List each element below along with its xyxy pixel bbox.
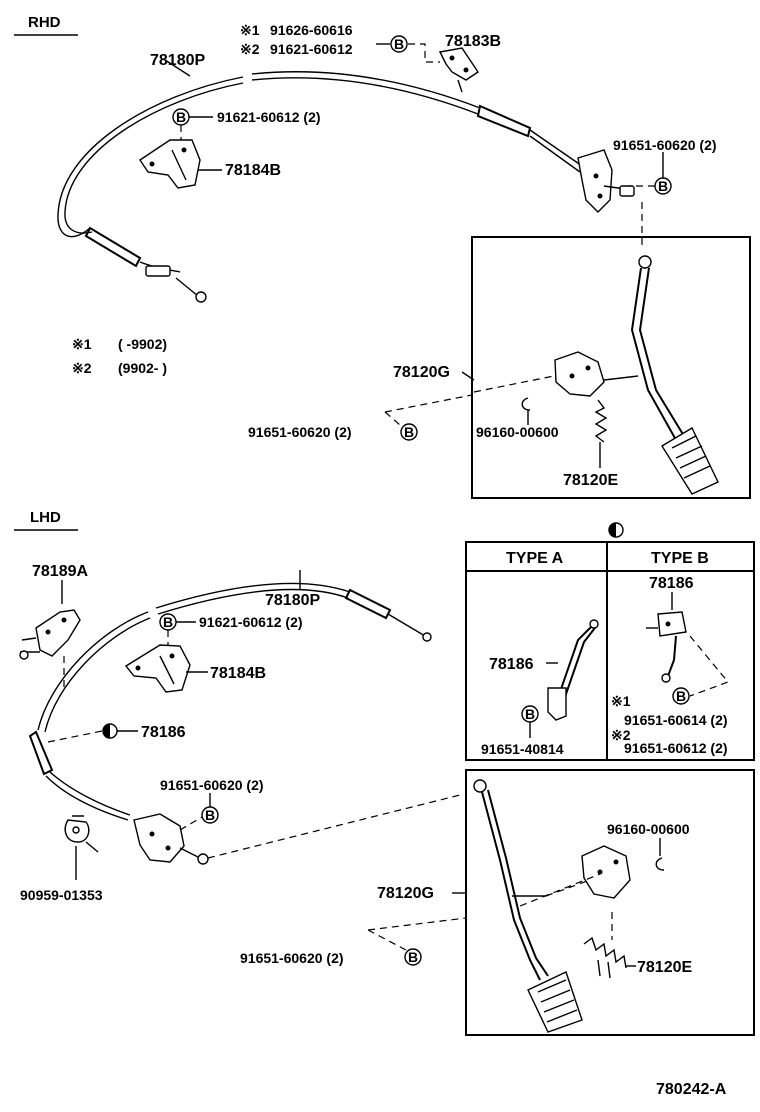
rhd-left-bolt-dash2: [384, 394, 473, 413]
type-b-ref2-mark: ※2: [611, 727, 631, 743]
lhd-spring-label: 78120E: [637, 959, 692, 976]
rhd-note2-mark: ※2: [72, 360, 92, 376]
rhd-bracket-78183b-label: 78183B: [445, 33, 501, 50]
rhd-note1-range: ( -9902): [118, 336, 167, 352]
lhd-half-circle-symbol: [102, 723, 118, 739]
rhd-b-symbol-top: B: [390, 35, 408, 53]
rhd-pedal-arm: [630, 255, 719, 495]
type-b-bolt1-label: 91651-60614 (2): [624, 712, 728, 728]
lhd-bolt-mid-label: 91651-60620 (2): [160, 777, 264, 793]
type-a-part-78186: [547, 619, 599, 721]
rhd-ref-dash: [408, 43, 440, 63]
rhd-spring: [594, 399, 608, 443]
lhd-clamp-label: 90959-01353: [20, 887, 103, 903]
svg-text:B: B: [404, 424, 414, 440]
lhd-pedal-bracket: [512, 845, 631, 907]
lhd-b-symbol-bottom: B: [404, 948, 422, 966]
rhd-pedal-label: 78120G: [393, 364, 450, 381]
rhd-cable-78180p: [57, 71, 586, 303]
lhd-bracket-78189a: [19, 609, 81, 660]
rhd-note2-range: (9902- ): [118, 360, 167, 376]
lhd-bracket-78184b-label: 78184B: [210, 665, 266, 682]
lhd-cable-78180p: [28, 582, 432, 821]
rhd-ref2-mark: ※2: [240, 41, 260, 57]
type-a-b-symbol: B: [521, 705, 539, 723]
rhd-bolt-right-label: 91651-60620 (2): [613, 137, 717, 153]
lhd-bottom-bolt-dash2: [367, 917, 467, 931]
lhd-section-label: LHD: [30, 509, 61, 526]
rhd-bracket-78184b-label: 78184B: [225, 162, 281, 179]
lhd-clamp-90959: [64, 815, 99, 853]
svg-text:B: B: [394, 36, 404, 52]
type-table-symbol: [608, 522, 624, 538]
lhd-mid-bolt-dash: [179, 816, 203, 831]
rhd-cable-label: 78180P: [150, 52, 205, 69]
rhd-bolt-top-label: 91621-60612 (2): [217, 109, 321, 125]
lhd-b-symbol-bolt: B: [159, 613, 177, 631]
rhd-note1-mark: ※1: [72, 336, 92, 352]
type-b-b-symbol: B: [672, 687, 690, 705]
rhd-b-symbol-bolt: B: [172, 108, 190, 126]
lhd-bolt-bottom-label: 91651-60620 (2): [240, 950, 344, 966]
type-b-part-78186: [646, 611, 687, 683]
rhd-clip: [521, 397, 531, 411]
lhd-cable-to-pedal-dash: [207, 794, 461, 859]
lhd-pedal-box: [465, 769, 755, 1036]
rhd-spring-label: 78120E: [563, 472, 618, 489]
rhd-bolt-left-label: 91651-60620 (2): [248, 424, 352, 440]
lhd-b-symbol-mid: B: [201, 806, 219, 824]
rhd-bracket-78184b: [139, 139, 201, 189]
rhd-cable-end-bracket: [577, 149, 635, 213]
svg-text:B: B: [658, 178, 668, 194]
lhd-bottom-bolt-dash: [367, 929, 407, 951]
type-b-bolt2-label: 91651-60612 (2): [624, 740, 728, 756]
lhd-cable-label: 78180P: [265, 592, 320, 609]
rhd-section-label: RHD: [28, 14, 61, 31]
lhd-pedal-arm: [473, 779, 583, 1033]
rhd-ref1-part: 91626-60616: [270, 22, 353, 38]
rhd-cable-leader: [164, 59, 191, 77]
svg-text:B: B: [408, 949, 418, 965]
rhd-pedal-bracket: [473, 351, 639, 397]
type-a-part-label: 78186: [489, 656, 534, 673]
rhd-ref2-part: 91621-60612: [270, 41, 353, 57]
rhd-left-bolt-dash: [384, 411, 401, 426]
figure-code: 780242-A: [656, 1081, 727, 1098]
type-table: [465, 541, 755, 761]
lhd-bolt-top-label: 91621-60612 (2): [199, 614, 303, 630]
rhd-b-symbol-left: B: [400, 423, 418, 441]
type-b-dash: [689, 635, 730, 697]
svg-text:B: B: [176, 109, 186, 125]
svg-text:B: B: [525, 706, 535, 722]
lhd-bracket-78184b: [124, 644, 191, 693]
svg-text:B: B: [676, 688, 686, 704]
type-a-bolt-label: 91651-40814: [481, 741, 564, 757]
rhd-ref1-mark: ※1: [240, 22, 260, 38]
lhd-cable-end-bracket: [133, 813, 209, 865]
rhd-pedal-box: [471, 236, 751, 499]
lhd-pedal-label: 78120G: [377, 885, 434, 902]
type-b-part-label: 78186: [649, 575, 694, 592]
svg-text:B: B: [163, 614, 173, 630]
svg-text:B: B: [205, 807, 215, 823]
rhd-pedal-leader: [461, 371, 475, 381]
rhd-b-symbol-right: B: [654, 177, 672, 195]
rhd-clip-label: 96160-00600: [476, 424, 559, 440]
lhd-bracket-78189a-label: 78189A: [32, 563, 88, 580]
lhd-clip: [655, 857, 665, 871]
rhd-bracket-78183b: [438, 47, 479, 93]
type-a-header: TYPE A: [506, 550, 564, 567]
lhd-ref-186-label: 78186: [141, 724, 186, 741]
type-b-header: TYPE B: [651, 550, 709, 567]
type-b-ref1-mark: ※1: [611, 693, 631, 709]
lhd-spring: [583, 936, 627, 979]
lhd-clip-label: 96160-00600: [607, 821, 690, 837]
lhd-186-dash: [47, 730, 103, 743]
